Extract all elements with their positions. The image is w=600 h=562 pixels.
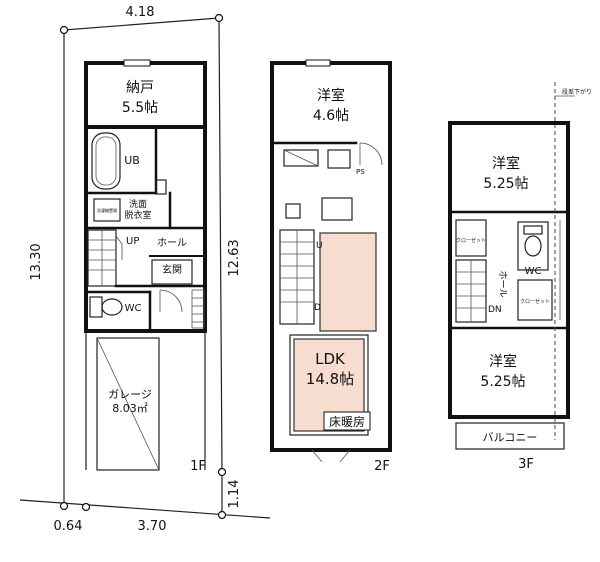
room-western-2f-size: 4.6帖 <box>313 108 349 124</box>
closet-3f-1: クローゼット <box>456 237 486 244</box>
room-storage-name: 納戸 <box>126 80 154 96</box>
dimension-top-width: 4.18 <box>126 5 155 20</box>
floor-2f <box>270 59 392 463</box>
stairs-3f-direction: DN <box>488 305 502 315</box>
room-ldk-name: LDK <box>315 350 346 368</box>
stairs-2f-up: U <box>316 241 323 251</box>
room-hall-1f: ホール <box>157 237 187 249</box>
stairs-2f-down: D <box>314 303 321 313</box>
room-storage-size: 5.5帖 <box>122 100 158 116</box>
room-western-3f-bottom-name: 洋室 <box>489 353 517 370</box>
step-down-note: 段差下がり <box>562 88 592 96</box>
floor-heating-zone-upper <box>319 232 377 332</box>
garage-name: ガレージ <box>108 388 152 401</box>
dimension-left-height: 13.30 <box>29 243 44 280</box>
room-entrance: 玄関 <box>162 263 182 276</box>
ps-label: PS <box>356 168 365 176</box>
floor-heating-label: 床暖房 <box>329 414 365 429</box>
room-western-3f-top-size: 5.25帖 <box>483 176 528 192</box>
stairs-3f <box>455 259 487 323</box>
dimension-bottom-right: 1.14 <box>227 480 242 509</box>
floor-3f-label: 3F <box>518 457 534 472</box>
room-washroom-line1: 洗面 <box>129 198 147 210</box>
room-western-2f-name: 洋室 <box>317 87 345 104</box>
dimension-inner-height: 12.63 <box>227 239 242 276</box>
closet-3f-2: クローゼット <box>520 298 550 305</box>
floor-2f-label: 2F <box>374 459 390 474</box>
balcony-label: バルコニー <box>483 431 538 444</box>
stairs-2f <box>279 229 315 325</box>
dimension-bottom-mid: 3.70 <box>138 519 167 534</box>
stairs-1f <box>87 229 123 287</box>
room-bath-label: UB <box>124 154 140 167</box>
room-toilet-1f: WC <box>125 303 142 314</box>
site-outline <box>19 13 271 520</box>
room-washroom-line2: 脱衣室 <box>124 209 151 221</box>
stairs-1f-direction: UP <box>126 236 139 247</box>
room-toilet-3f: WC <box>525 266 542 277</box>
washer-label: 洗濯機置場 <box>97 207 117 213</box>
room-ldk-size: 14.8帖 <box>306 370 354 388</box>
garage-area <box>85 331 206 471</box>
floor-1f-label: 1F <box>190 459 206 474</box>
room-western-3f-bottom-size: 5.25帖 <box>480 374 525 390</box>
floor-1f <box>84 59 207 471</box>
dimension-bottom-left: 0.64 <box>54 519 83 534</box>
garage-size: 8.03㎡ <box>112 402 148 415</box>
room-western-3f-top-name: 洋室 <box>492 155 520 172</box>
floor-3f <box>448 82 575 450</box>
room-hall-3f: ホール <box>497 270 508 297</box>
